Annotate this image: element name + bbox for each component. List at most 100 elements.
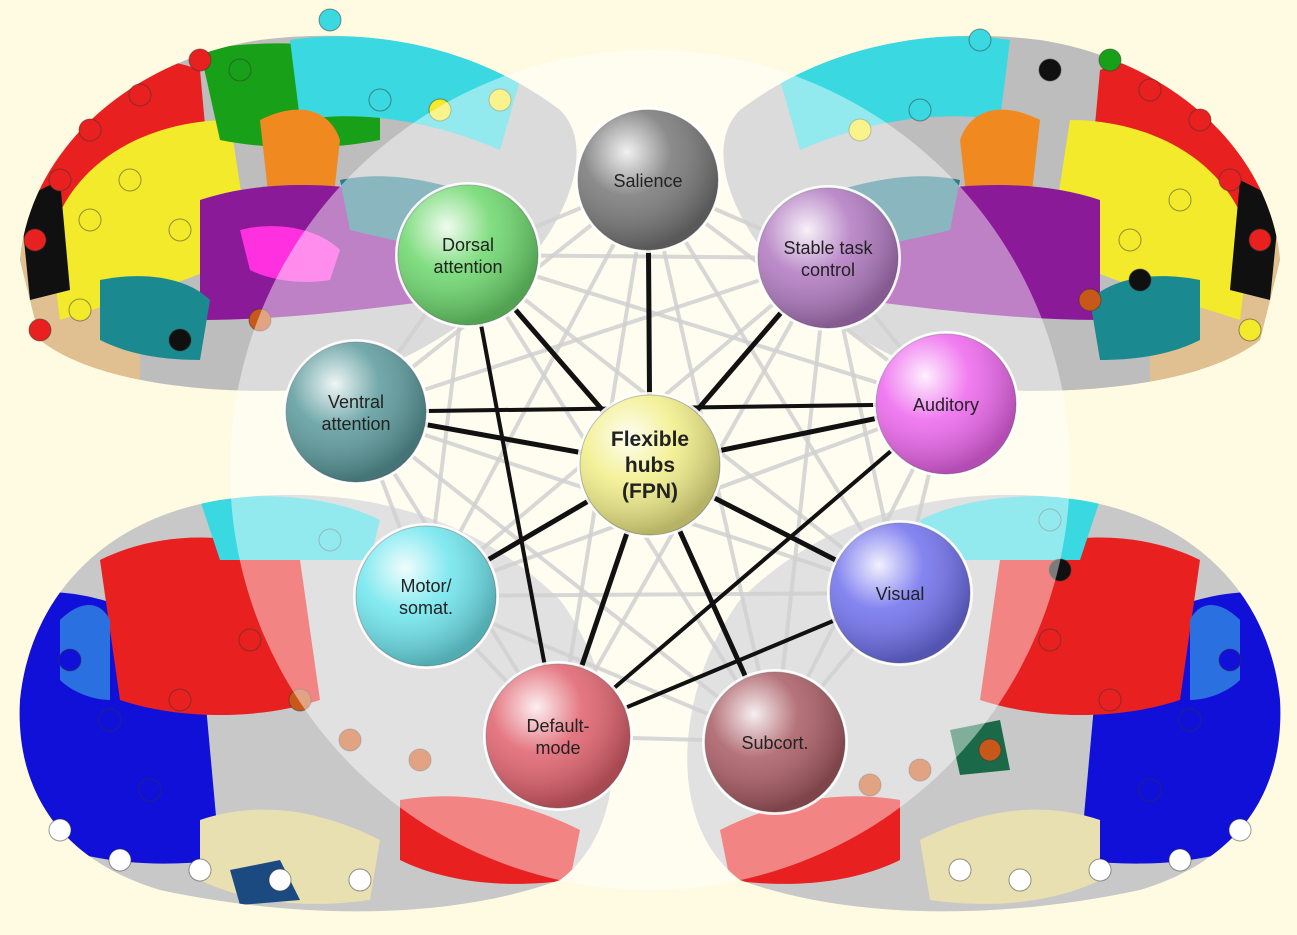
- brain-electrode-dots: [23, 8, 1272, 892]
- brain-dot: [1228, 818, 1252, 842]
- brain-dot: [48, 818, 72, 842]
- brain-dot: [1168, 848, 1192, 872]
- brain-dot: [1168, 188, 1192, 212]
- node-auditory: Auditory: [873, 331, 1019, 477]
- brain-dot: [1138, 78, 1162, 102]
- brain-dot: [98, 708, 122, 732]
- brain-dot: [408, 748, 432, 772]
- node-stable-task-control-label: Stable task: [783, 238, 873, 258]
- brain-dot: [368, 88, 392, 112]
- brain-dot: [168, 218, 192, 242]
- node-flexible-hubs-label: (FPN): [622, 480, 678, 503]
- brain-dot: [168, 328, 192, 352]
- brain-dot: [1188, 108, 1212, 132]
- grey-link: [773, 257, 830, 743]
- node-default-mode: Default-mode: [483, 661, 633, 811]
- brain-dot: [348, 868, 372, 892]
- brain-dot: [1038, 508, 1062, 532]
- brain-dot: [488, 88, 512, 112]
- node-flexible-hubs-label: hubs: [625, 454, 675, 477]
- brain-dot: [1038, 628, 1062, 652]
- brain-dot: [128, 83, 152, 107]
- brain-dot: [228, 58, 252, 82]
- brain-dot: [78, 118, 102, 142]
- brain-dot: [1008, 868, 1032, 892]
- grey-link: [646, 178, 902, 595]
- node-visual: Visual: [827, 520, 973, 666]
- node-visual-label: Visual: [876, 584, 925, 604]
- grey-link: [354, 410, 777, 744]
- brain-dot: [1238, 318, 1262, 342]
- brain-dot: [1128, 268, 1152, 292]
- brain-dot: [908, 758, 932, 782]
- brain-dot: [978, 738, 1002, 762]
- brain-dot: [1038, 58, 1062, 82]
- node-salience: Salience: [575, 107, 721, 253]
- brain-dot: [268, 868, 292, 892]
- black-link: [466, 254, 560, 737]
- node-motor-somatosensory-label: Motor/: [400, 576, 451, 596]
- node-motor-somatosensory: Motor/somat.: [353, 523, 499, 669]
- brain-dot: [1098, 48, 1122, 72]
- brain-dot: [858, 773, 882, 797]
- brain-dot: [23, 228, 47, 252]
- brain-dot: [318, 8, 342, 32]
- brain-dot: [58, 648, 82, 672]
- brain-dot: [188, 48, 212, 72]
- brain-dot: [68, 298, 92, 322]
- brain-dot: [188, 858, 212, 882]
- brain-dot: [288, 688, 312, 712]
- grey-link: [424, 179, 650, 597]
- brain-dot: [1218, 168, 1242, 192]
- brain-dot: [138, 778, 162, 802]
- brain-dot: [318, 528, 342, 552]
- brain-dot: [1048, 558, 1072, 582]
- brain-dot: [1248, 228, 1272, 252]
- grey-link: [425, 591, 901, 598]
- node-motor-somatosensory-label: somat.: [399, 598, 453, 618]
- node-default-mode-label: mode: [535, 738, 580, 758]
- brain-dot: [238, 628, 262, 652]
- brain-dot: [1118, 228, 1142, 252]
- node-subcortical-label: Subcort.: [741, 733, 808, 753]
- brain-dot: [1078, 288, 1102, 312]
- brain-dot: [1178, 708, 1202, 732]
- brain-dot: [168, 688, 192, 712]
- node-dorsal-attention-label: attention: [433, 257, 502, 277]
- brain-dot: [28, 318, 52, 342]
- brain-dot: [1098, 688, 1122, 712]
- brain-dot: [948, 858, 972, 882]
- brain-dot: [1218, 648, 1242, 672]
- brain-dot: [118, 168, 142, 192]
- node-flexible-hubs: Flexible hubs (FPN): [577, 392, 723, 538]
- brain-dot: [338, 728, 362, 752]
- brain-dot: [1138, 778, 1162, 802]
- brain-dot: [428, 98, 452, 122]
- brain-dot: [968, 28, 992, 52]
- black-link: [556, 402, 948, 738]
- node-stable-task-control-label: control: [801, 260, 855, 280]
- node-default-mode-label: Default-: [526, 716, 589, 736]
- grey-link: [467, 253, 947, 406]
- node-salience-label: Salience: [613, 171, 682, 191]
- node-auditory-label: Auditory: [913, 395, 979, 415]
- node-flexible-hubs-label: Flexible: [611, 428, 689, 451]
- brain-dot: [248, 308, 272, 332]
- brain-dot: [108, 848, 132, 872]
- brain-dot: [848, 118, 872, 142]
- brain-dot: [1088, 858, 1112, 882]
- brain-dot: [78, 208, 102, 232]
- grey-link: [355, 256, 829, 414]
- node-ventral-attention-label: attention: [321, 414, 390, 434]
- node-ventral-attention-label: Ventral: [328, 392, 384, 412]
- node-subcortical: Subcort.: [702, 669, 848, 815]
- node-dorsal-attention-label: Dorsal: [442, 235, 494, 255]
- brain-dot: [48, 168, 72, 192]
- brain-dot: [908, 98, 932, 122]
